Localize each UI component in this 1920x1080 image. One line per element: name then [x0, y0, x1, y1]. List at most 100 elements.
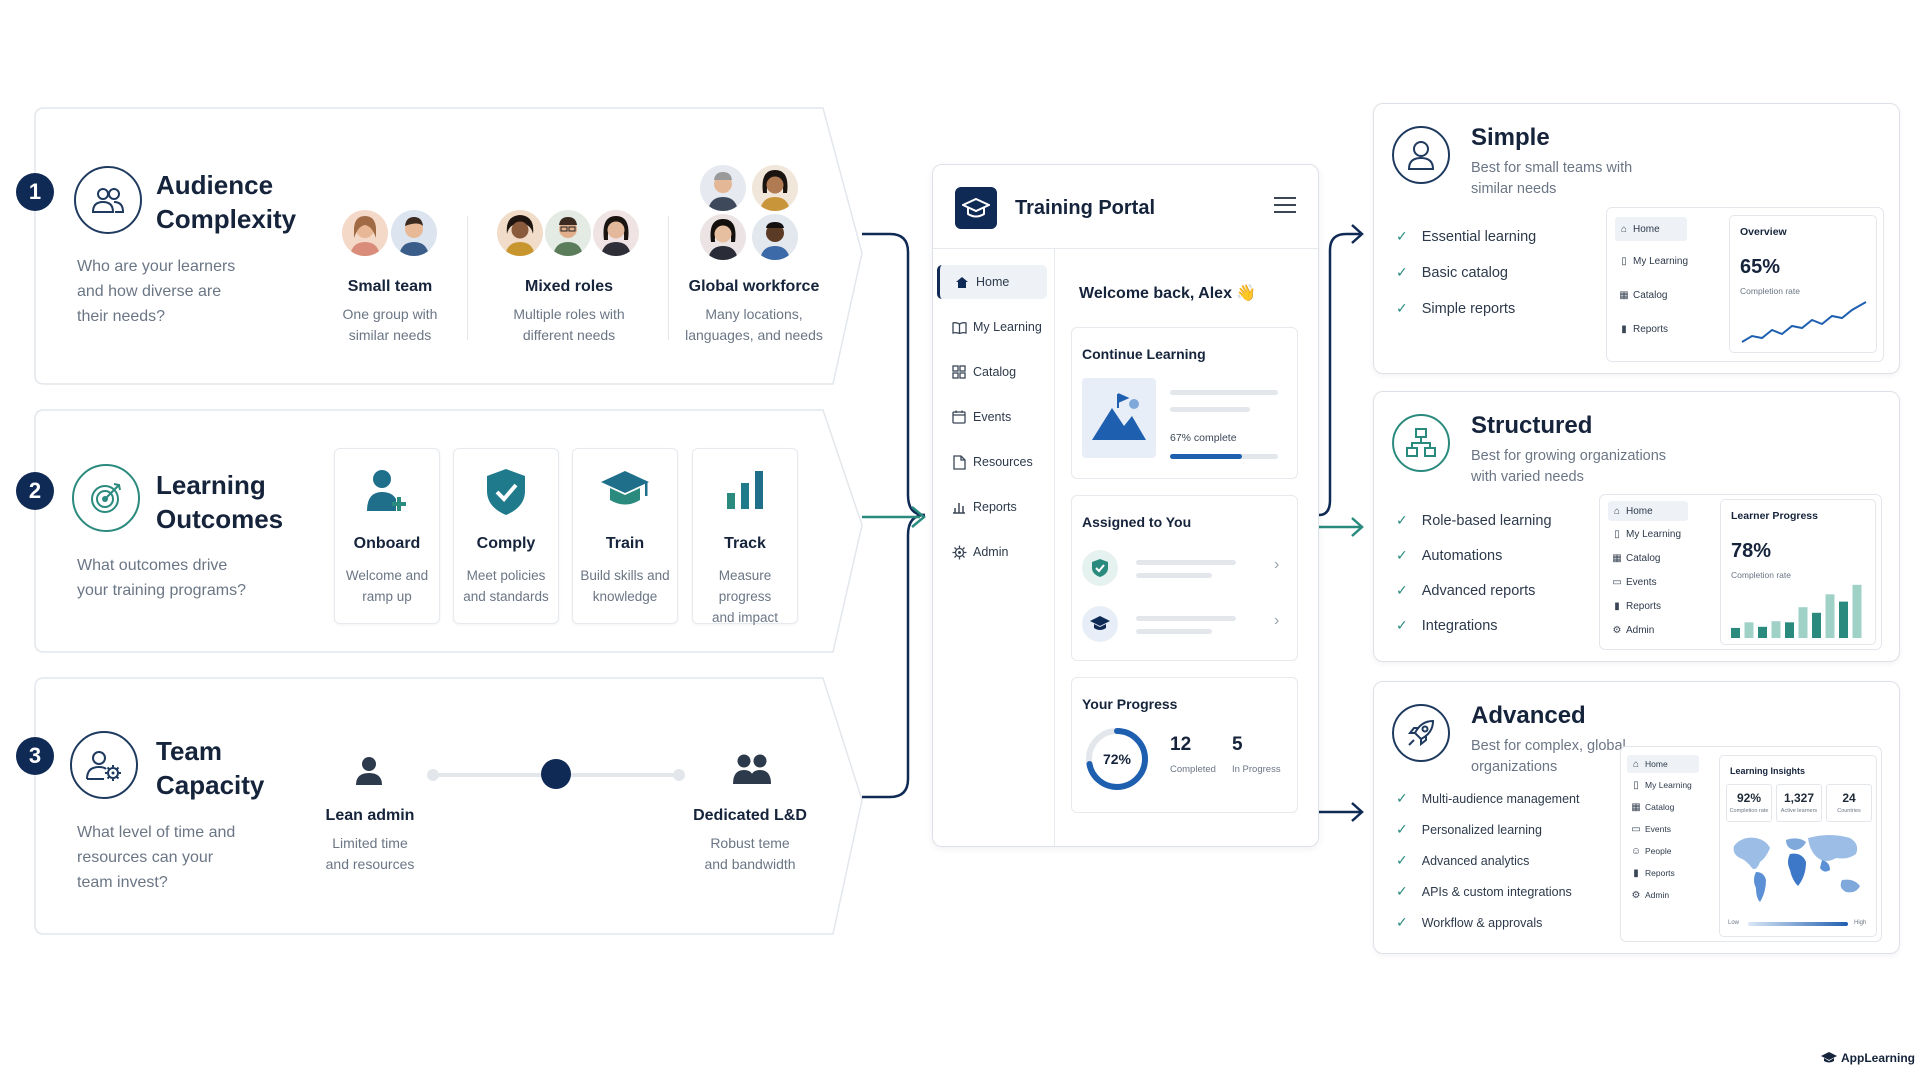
welcome-message: Welcome back, Alex 👋: [1079, 285, 1257, 302]
mini-nav-item: ▯My Learning: [1627, 777, 1707, 793]
map-legend-scale: [1748, 922, 1848, 926]
nav-item-resources[interactable]: Resources: [937, 445, 1047, 479]
mini-nav-item: ▦Catalog: [1608, 549, 1698, 567]
mini-nav-item: ☺People: [1627, 843, 1707, 859]
assigned-item[interactable]: ›: [1082, 602, 1288, 650]
target-icon: [72, 464, 140, 532]
nav-item-home[interactable]: Home: [937, 265, 1047, 299]
rocket-icon: [1392, 704, 1450, 762]
progress-bar: [1758, 626, 1767, 638]
bar-chart-icon: [693, 467, 797, 517]
graduation-cap-icon: [1821, 1052, 1837, 1063]
mini-nav-item: ▭Events: [1608, 573, 1698, 591]
mini-nav-item: ▮Reports: [1627, 865, 1707, 881]
capacity-slider-thumb[interactable]: [541, 759, 571, 789]
gear-icon: ⚙: [1612, 624, 1622, 636]
avatar: [391, 210, 437, 256]
check-icon: ✓: [1396, 883, 1408, 899]
user-icon: [1392, 126, 1450, 184]
person-icon: [355, 756, 383, 791]
shield-check-icon: [454, 467, 558, 517]
progress-bar: [1731, 627, 1740, 638]
feature-item: ✓Multi-audience management: [1396, 790, 1580, 806]
stat-box: 24 Countries: [1826, 784, 1872, 822]
tier-title: Simple: [1471, 124, 1550, 151]
check-icon: ✓: [1396, 790, 1408, 806]
nav-item-admin[interactable]: Admin: [937, 535, 1047, 569]
mini-nav-item: ⚙Admin: [1608, 621, 1698, 639]
nav-item-catalog[interactable]: Catalog: [937, 355, 1047, 389]
stat-box: 92% Completion rate: [1726, 784, 1772, 822]
chevron-right-icon: ›: [1274, 556, 1280, 573]
document-icon: [945, 454, 973, 470]
avatar: [700, 214, 746, 260]
assigned-item[interactable]: ›: [1082, 546, 1288, 594]
nav-item-my-learning[interactable]: My Learning: [937, 310, 1047, 344]
mini-nav-item: ▦Catalog: [1615, 285, 1705, 305]
check-icon: ✓: [1396, 821, 1408, 837]
option-title: Global workforce: [688, 278, 820, 295]
nav-item-events[interactable]: Events: [937, 400, 1047, 434]
tier-title: Advanced: [1471, 702, 1586, 729]
divider: [467, 216, 468, 340]
check-icon: ✓: [1396, 617, 1408, 633]
legend-low: Low: [1728, 920, 1740, 926]
mini-nav-item: ▯My Learning: [1615, 251, 1705, 271]
progress-bar: [1812, 612, 1821, 638]
check-icon: ✓: [1396, 852, 1408, 868]
portal-title: Training Portal: [1015, 197, 1156, 219]
user-gear-icon: [70, 731, 138, 799]
in-progress-label: In Progress: [1232, 764, 1281, 775]
feature-item: ✓Automations: [1396, 547, 1503, 564]
option-title: Lean admin: [325, 807, 415, 824]
progress-bar: [1771, 621, 1781, 638]
feature-item: ✓APIs & custom integrations: [1396, 883, 1572, 899]
training-portal-window: Training Portal Home My Learning Catalog…: [932, 164, 1319, 847]
continue-learning-card[interactable]: Continue Learning 67% complete: [1071, 327, 1298, 479]
home-icon: ⌂: [1613, 505, 1621, 517]
trend-line-icon: [1741, 301, 1867, 343]
avatar: [593, 210, 639, 256]
world-map-image: [1733, 835, 1860, 902]
feature-item: ✓Role-based learning: [1396, 512, 1552, 529]
option-title: Small team: [347, 278, 433, 295]
calendar-icon: ▭: [1631, 823, 1641, 835]
completed-label: Completed: [1170, 764, 1216, 775]
progress-bar: [1825, 594, 1835, 638]
hierarchy-icon: [1392, 414, 1450, 472]
mini-nav-item: ▮Reports: [1615, 319, 1705, 339]
menu-icon[interactable]: [1274, 197, 1296, 215]
check-icon: ✓: [1396, 547, 1408, 563]
portal-sidebar: Home My Learning Catalog Events Resource…: [933, 249, 1055, 846]
brand-logo: AppLearning: [1820, 1051, 1915, 1065]
assigned-to-you-card: Assigned to You › ›: [1071, 495, 1298, 661]
portal-header: Training Portal: [933, 165, 1318, 249]
mini-nav-home: ⌂Home: [1627, 755, 1699, 773]
mini-nav-home: ⌂Home: [1615, 217, 1687, 241]
nav-item-reports[interactable]: Reports: [937, 490, 1047, 524]
in-progress-count: 5: [1232, 734, 1243, 755]
book-icon: ▯: [1614, 528, 1620, 540]
mini-nav-item: ▦Catalog: [1627, 799, 1707, 815]
mini-nav-item: ⚙Admin: [1627, 887, 1707, 903]
grid-icon: ▦: [1612, 552, 1622, 564]
graduation-cap-icon: [573, 467, 677, 517]
book-icon: [945, 321, 973, 334]
tier-structured[interactable]: Structured Best for growing organization…: [1373, 391, 1900, 662]
calendar-icon: ▭: [1612, 576, 1622, 588]
capacity-slider-track[interactable]: [427, 759, 685, 789]
mini-dashboard: ⌂Home ▯My Learning ▦Catalog ▭Events ☺Peo…: [1620, 746, 1882, 942]
